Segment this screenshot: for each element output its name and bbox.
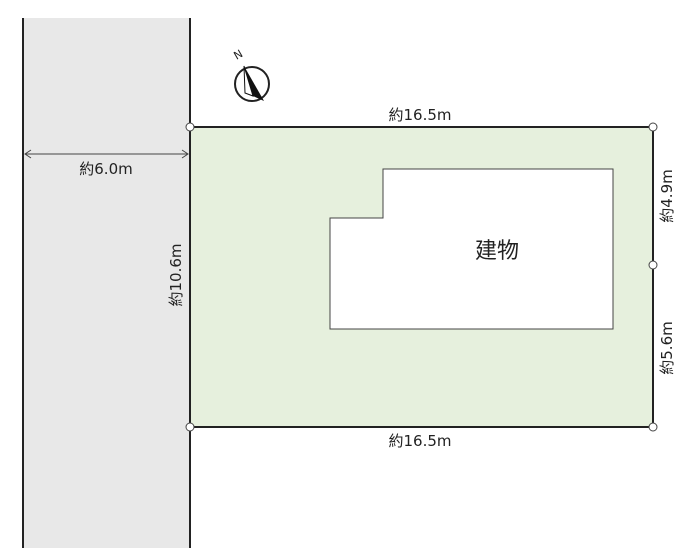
- right-upper-label: 約4.9m: [658, 169, 676, 222]
- top-edge-label: 約16.5m: [388, 106, 451, 124]
- road-area: [23, 18, 190, 548]
- corner-marker: [648, 260, 658, 270]
- compass-letter: N: [231, 47, 245, 62]
- corner-marker: [648, 122, 658, 132]
- dimension-arrowhead-left: [24, 149, 32, 159]
- left-edge-label: 約10.6m: [167, 243, 185, 306]
- bottom-edge-label: 約16.5m: [388, 432, 451, 450]
- corner-marker: [185, 122, 195, 132]
- right-lower-label: 約5.6m: [658, 321, 676, 374]
- building-label: 建物: [475, 239, 519, 264]
- north-arrow-icon: N: [231, 47, 270, 102]
- corner-marker: [185, 422, 195, 432]
- dimension-arrowhead-right: [181, 149, 189, 159]
- building-footprint: [329, 168, 614, 330]
- road-width-label: 約6.0m: [79, 160, 132, 178]
- corner-marker: [648, 422, 658, 432]
